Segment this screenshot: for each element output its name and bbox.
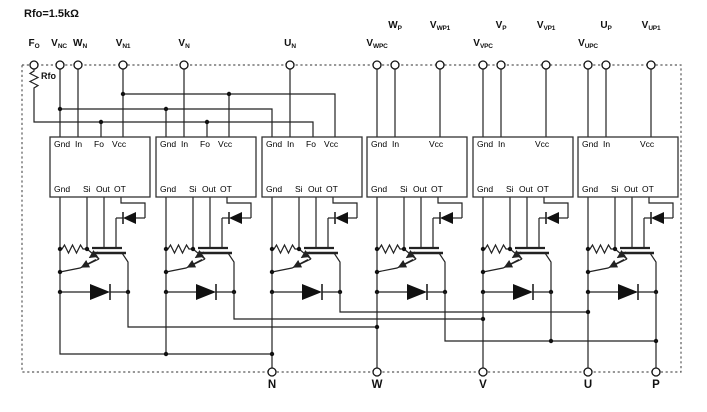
pin-label: Out: [308, 184, 322, 194]
pin-label: Gnd: [371, 184, 388, 194]
phase-legs: [58, 197, 673, 300]
terminal-pins: [29, 60, 661, 377]
terminal-label-vnc: VNC: [51, 38, 67, 50]
terminal-label-vvp1: VVP1: [536, 20, 556, 32]
pin-label: Vcc: [324, 139, 339, 149]
pin-label: Si: [83, 184, 91, 194]
pin-label: Fo: [200, 139, 210, 149]
leg-low-u: [270, 197, 357, 300]
pin-label: Gnd: [266, 139, 283, 149]
leg-high-w: [375, 197, 462, 300]
terminal-label-vup1: VUP1: [641, 20, 661, 32]
pin-label: OT: [431, 184, 443, 194]
pin-label: In: [287, 139, 295, 149]
driver-block-2: Gnd In Fo Vcc Gnd Si Out OT: [156, 137, 256, 197]
control-bus-wiring: [28, 69, 652, 137]
pin-label: Out: [202, 184, 216, 194]
pin-label: In: [498, 139, 506, 149]
terminal-label-vp: VP: [495, 20, 507, 32]
terminal-label-vn: VN: [178, 38, 190, 50]
pin-label: Fo: [94, 139, 104, 149]
pin-label: In: [75, 139, 83, 149]
rfo-resistor-icon: [28, 69, 40, 90]
leg-low-w: [58, 197, 145, 300]
pin-label: Si: [506, 184, 514, 194]
pin-label: In: [603, 139, 611, 149]
pin-label: Gnd: [160, 184, 177, 194]
terminal-label-v: V: [479, 379, 487, 391]
pin-label: Vcc: [218, 139, 233, 149]
terminal-label-vwpc: VWPC: [366, 38, 388, 50]
pin-label: Out: [413, 184, 427, 194]
pin-label: Vcc: [640, 139, 655, 149]
pin-label: Si: [400, 184, 408, 194]
terminal-label-vwp1: VWP1: [429, 20, 451, 32]
pin-label: Si: [611, 184, 619, 194]
pin-label: Gnd: [477, 139, 494, 149]
terminal-label-un: UN: [284, 38, 296, 50]
terminal-label-p: P: [652, 379, 660, 391]
power-bus-wiring: [59, 292, 657, 368]
pin-label: Gnd: [54, 139, 71, 149]
pin-label: Gnd: [477, 184, 494, 194]
pin-label: OT: [642, 184, 654, 194]
leg-high-u: [586, 197, 673, 300]
pin-label: Out: [96, 184, 110, 194]
terminal-label-fo: FO: [28, 38, 40, 50]
pin-label: Vcc: [429, 139, 444, 149]
leg-low-v: [164, 197, 251, 300]
pin-label: Gnd: [266, 184, 283, 194]
pin-label: Gnd: [371, 139, 388, 149]
driver-block-boxes: [49, 136, 679, 198]
terminal-label-u: U: [583, 379, 593, 391]
driver-block-1: Gnd In Fo Vcc Gnd Si Out OT: [50, 137, 150, 197]
pin-label: Out: [624, 184, 638, 194]
pin-label: Gnd: [582, 139, 599, 149]
pin-label: Si: [189, 184, 197, 194]
rfo-value-note: Rfo=1.5kΩ: [24, 8, 79, 20]
terminal-label-vn1: VN1: [115, 38, 131, 50]
leg-high-v: [481, 197, 568, 300]
junction-dots: [57, 91, 659, 357]
driver-block-6: Gnd In Vcc Gnd Si Out OT: [578, 137, 678, 197]
terminal-label-n: N: [267, 379, 277, 391]
terminal-label-wp: WP: [388, 20, 402, 32]
terminal-label-up: UP: [600, 20, 612, 32]
driver-block-3: Gnd In Fo Vcc Gnd Si Out OT: [262, 137, 362, 197]
driver-block-4: Gnd In Vcc Gnd Si Out OT: [367, 137, 467, 197]
pin-label: OT: [220, 184, 232, 194]
pin-label: Fo: [306, 139, 316, 149]
pin-label: Gnd: [160, 139, 177, 149]
driver-block-5: Gnd In Vcc Gnd Si Out OT: [473, 137, 573, 197]
pin-label: Si: [295, 184, 303, 194]
pin-label: In: [392, 139, 400, 149]
pin-label: Vcc: [535, 139, 550, 149]
pin-label: OT: [326, 184, 338, 194]
terminal-label-vvpc: VVPC: [473, 38, 493, 50]
pin-label: OT: [537, 184, 549, 194]
pin-label: Out: [519, 184, 533, 194]
rfo-resistor-label: Rfo: [41, 71, 56, 81]
pin-label: Gnd: [582, 184, 599, 194]
terminal-label-wn: WN: [73, 38, 87, 50]
pin-label: OT: [114, 184, 126, 194]
pin-label: Gnd: [54, 184, 71, 194]
pin-label: In: [181, 139, 189, 149]
pin-label: Vcc: [112, 139, 127, 149]
terminal-label-w: W: [371, 379, 383, 391]
package-outline: [21, 64, 682, 373]
terminal-label-vupc: VUPC: [578, 38, 598, 50]
